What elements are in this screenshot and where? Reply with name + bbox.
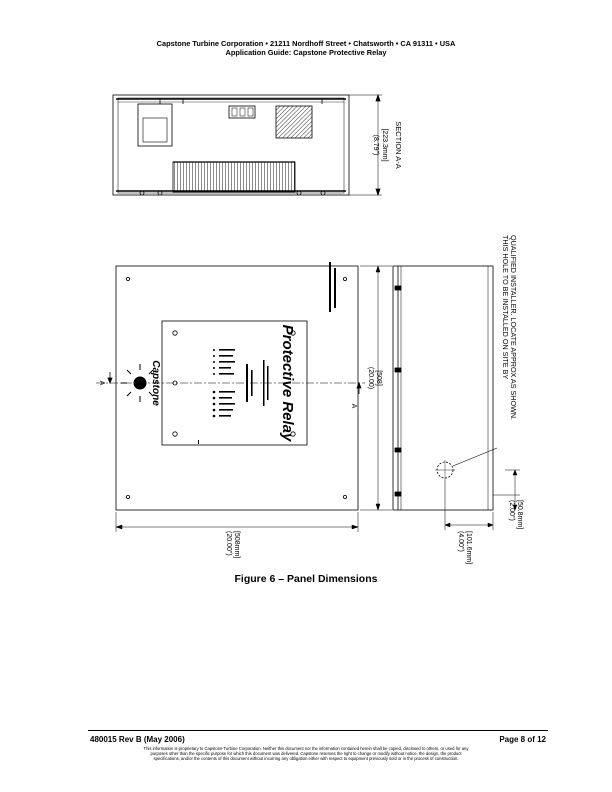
disclaimer-line-3: specifications, and/or the contents of t… (153, 756, 459, 762)
section-marker-right: A (350, 404, 357, 409)
front-width-in: (20.00") (225, 531, 232, 556)
side-view (392, 265, 498, 511)
brand-logo-text: Capstone (150, 360, 161, 406)
panel-note-graphic (198, 262, 336, 444)
header-guide-title: Application Guide: Capstone Protective R… (225, 48, 387, 57)
section-marker-left: A (98, 381, 105, 386)
disclaimer-line-1: This information is proprietary to Capst… (143, 746, 469, 751)
dimension-lines (115, 265, 520, 532)
footer-disclaimer: This information is proprietary to Capst… (92, 746, 520, 762)
hole-note-line1: THIS HOLE TO BE INSTALLED ON SITE BY (501, 235, 510, 379)
hole-offset2-mm: [50.8mm] (516, 500, 523, 529)
front-width-mm: [508mm] (233, 531, 240, 558)
section-dim-mm: [223.3mm] (381, 128, 388, 161)
hole-offset1-in: (4.00") (457, 531, 464, 552)
footer-doc-id: 480015 Rev B (May 2006) (90, 735, 185, 744)
section-dim-in: (8.79") (372, 135, 379, 156)
led-rows (212, 349, 253, 418)
front-height-mm: [508] (375, 370, 382, 386)
hole-note-line2: QUALIFIED INSTALLER. LOCATE APPROX AS SH… (509, 235, 518, 420)
disclaimer-line-2: purposes other than the specific purpose… (150, 751, 462, 757)
hole-offset1-mm: [101.6mm] (465, 531, 472, 564)
section-view (112, 93, 382, 197)
hole-offset2-in: (2.00") (508, 500, 515, 521)
figure-caption: Figure 6 – Panel Dimensions (234, 573, 378, 585)
footer-divider (88, 730, 548, 731)
section-arrows (107, 372, 362, 394)
header-address: Capstone Turbine Corporation • 21211 Nor… (156, 39, 456, 48)
capstone-logo (121, 364, 159, 402)
section-title: SECTION A-A (394, 121, 403, 169)
front-height-in: (20.00) (367, 367, 374, 389)
footer-page-number: Page 8 of 12 (499, 735, 546, 744)
product-title: Protective Relay (279, 325, 296, 442)
